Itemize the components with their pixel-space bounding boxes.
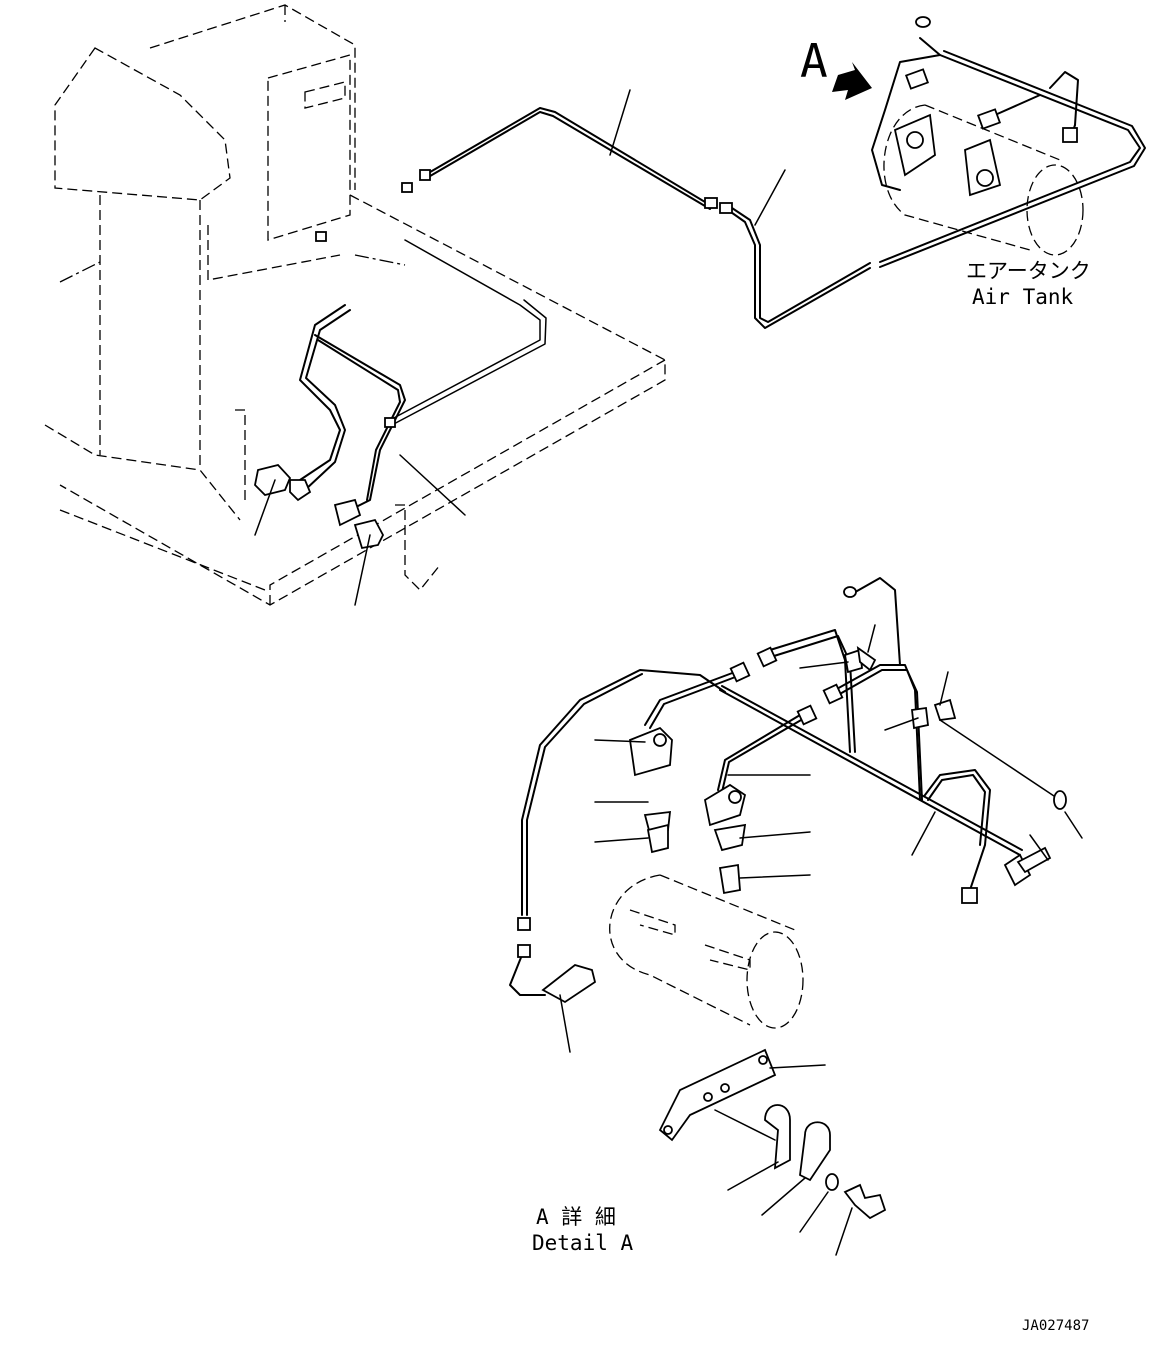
detail-label-en: Detail A bbox=[532, 1231, 634, 1255]
connectors-detail-view bbox=[517, 586, 1067, 1220]
drawing-number: JA027487 bbox=[1022, 1318, 1089, 1334]
pressure-sensors-main-view bbox=[254, 463, 385, 550]
harness-main-view bbox=[299, 37, 1146, 511]
harness-detail-view bbox=[509, 577, 1061, 996]
view-letter-label: A bbox=[800, 34, 828, 88]
view-arrow-a bbox=[832, 62, 872, 100]
leader-lines bbox=[254, 89, 1083, 1256]
air-tank-label-jp: エアータンク bbox=[966, 259, 1091, 283]
detail-label-jp: A 詳 細 bbox=[536, 1205, 616, 1229]
connectors-main-view bbox=[315, 16, 1078, 428]
machine-phantom-outline bbox=[44, 4, 1084, 1029]
air-tank-label-en: Air Tank bbox=[972, 285, 1074, 309]
